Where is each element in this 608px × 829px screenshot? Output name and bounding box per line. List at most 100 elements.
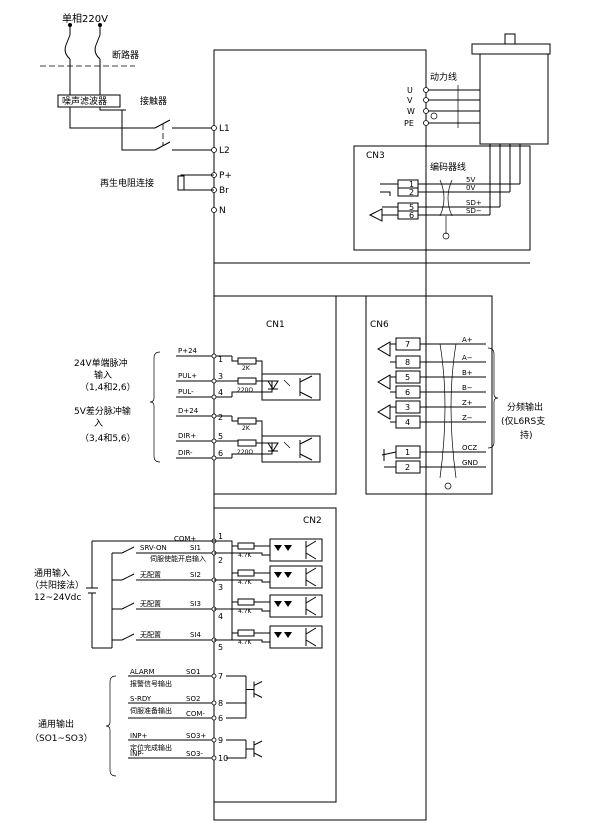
input-switch-icon	[121, 573, 135, 581]
input-terminal-2: SI2	[190, 571, 201, 579]
cn3-driver-icon	[368, 208, 383, 222]
terminal-br: Br	[219, 186, 229, 196]
cn6-pin-5: 5	[405, 373, 410, 382]
terminal-n: N	[219, 206, 226, 216]
input-res-3: 4.7K	[238, 608, 253, 615]
output-pin-7: 7	[218, 672, 223, 681]
motor-icon	[471, 33, 551, 145]
cn6-box	[365, 295, 493, 495]
cn2-com-label: COM+	[174, 535, 196, 543]
cn6-note-line2: (仅L6RS支	[501, 415, 545, 427]
cn3-pin-5: 5	[409, 203, 414, 212]
cn6-signal-5: Z+	[462, 399, 473, 407]
output-terminal-3: COM-	[186, 710, 205, 718]
output-terminal-2: SO2	[186, 695, 200, 703]
output-terminal-5: SO3-	[186, 750, 203, 758]
cn1-r220-b: 220Ω	[237, 449, 253, 456]
cn6-note-line1: 分频输出	[507, 401, 543, 413]
cn3-box	[353, 145, 531, 251]
cn1-brace	[149, 351, 161, 463]
regen-label: 再生电阻连接	[100, 177, 154, 189]
cn6-pin-8: 8	[405, 358, 410, 367]
input-res-4: 4.7K	[238, 639, 253, 646]
input-group-line2: （共阳接法）	[30, 579, 84, 591]
cn1-group1-line2: 输入	[94, 369, 112, 381]
cn1-pin-1: 1	[218, 355, 223, 364]
encoder-line-label: 编码器线	[430, 161, 466, 173]
cn6-pin-6: 6	[405, 388, 410, 397]
input-pin-4: 4	[218, 612, 223, 621]
cn1-pin-5: 5	[218, 432, 223, 441]
cn2-title: CN2	[303, 516, 322, 526]
cn6-title: CN6	[370, 320, 389, 330]
cn6-line-driver-icon	[377, 341, 391, 357]
input-switch-icon	[121, 602, 135, 610]
terminal-p-plus: P+	[219, 171, 232, 181]
terminal-l1: L1	[219, 124, 230, 134]
input-switch-icon	[121, 546, 135, 554]
regen-resistor-icon	[177, 175, 185, 191]
output-terminal-1: SO1	[186, 668, 200, 676]
cn1-sig-dir-minus: DIR-	[178, 449, 193, 457]
motor-v: V	[407, 96, 413, 105]
cn6-note-line3: 持)	[520, 429, 533, 441]
input-pin-2: 2	[218, 556, 223, 565]
output-brace	[105, 675, 117, 777]
output-name-1: ALARM	[130, 668, 155, 676]
supply-label: 单相220V	[62, 12, 108, 25]
motor-pe: PE	[404, 119, 414, 128]
cn1-pin-6: 6	[218, 449, 223, 458]
cn6-pin-4: 4	[405, 418, 410, 427]
cn6-signal-6: Z−	[462, 414, 473, 422]
cn6-signal-4: B−	[462, 384, 473, 392]
output-terminal-4: SO3+	[186, 732, 206, 740]
input-group-line3: 12~24Vdc	[34, 593, 81, 603]
input-desc-1: 伺服使能开启输入	[150, 554, 206, 563]
input-terminal-4: SI4	[190, 631, 202, 639]
cn1-group2-line2: 入	[94, 418, 103, 429]
cn6-signal-2: A−	[462, 354, 473, 362]
cn6-pin-1: 1	[405, 448, 410, 457]
cn6-brace	[487, 347, 499, 449]
output-desc-1: 报警信号输出	[130, 679, 172, 688]
input-terminal-1: SI1	[190, 544, 201, 552]
cn1-title: CN1	[266, 320, 285, 330]
cn1-pin-2: 2	[218, 413, 223, 422]
cn1-opto-a	[261, 373, 321, 401]
contactor-label: 接触器	[140, 95, 167, 107]
cn3-pin-2: 2	[409, 188, 414, 197]
input-name-3: 无配置	[140, 600, 161, 608]
cn3-ground-icon	[442, 232, 450, 240]
cn3-pin-6: 6	[409, 211, 414, 220]
input-optocoupler-4	[269, 625, 323, 649]
breaker-icon	[64, 34, 101, 95]
cn2-com-pin: 1	[218, 532, 223, 541]
cn6-signal-1: A+	[462, 336, 473, 344]
cn1-group1-line3: （1,4和2,6）	[80, 382, 136, 393]
cn6-line-driver-icon	[377, 404, 391, 420]
output-desc-4: 定位完成输出	[130, 743, 172, 752]
cn2-box	[213, 507, 337, 803]
cn1-r2k-a: 2K	[242, 365, 251, 372]
cn1-sig-dir-plus: DIR+	[178, 432, 196, 440]
cn6-pin-2: 2	[405, 463, 410, 472]
output-pin-8: 8	[218, 699, 223, 708]
noise-filter-label: 噪声滤波器	[62, 95, 107, 107]
cn6-pin-7: 7	[405, 340, 410, 349]
input-pin-5: 5	[218, 643, 223, 652]
cn1-sig-d24: D+24	[178, 407, 199, 415]
power-line-label: 动力线	[430, 71, 457, 83]
cn6-signal-3: B+	[462, 369, 473, 377]
cn3-sig-5v: 5V	[466, 176, 475, 184]
cn1-sig-p24: P+24	[178, 347, 198, 355]
output-pin-10: 10	[218, 754, 228, 763]
input-res-2: 4.7K	[238, 579, 253, 586]
input-switch-icon	[121, 633, 135, 641]
cn3-sig-0v: 0V	[466, 184, 475, 192]
output-desc-2: 伺服准备输出	[130, 706, 172, 715]
cn1-group2-line3: （3,4和5,6）	[80, 433, 136, 444]
cn6-line-driver-icon	[377, 374, 391, 390]
input-pin-3: 3	[218, 583, 223, 592]
motor-u: U	[407, 86, 413, 95]
